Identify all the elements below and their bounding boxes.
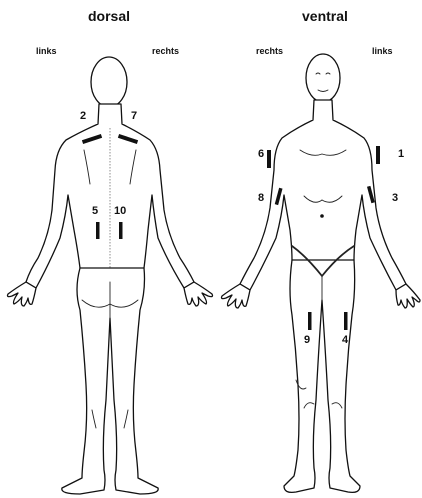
site-10-mark (119, 222, 123, 239)
site-4-mark (344, 312, 348, 330)
site-8-label: 8 (258, 192, 264, 204)
site-3-label: 3 (392, 192, 398, 204)
ventral-right-label: links (372, 46, 393, 56)
dorsal-right-hand (184, 282, 213, 306)
site-4-label: 4 (342, 334, 348, 346)
site-1-mark (376, 146, 380, 164)
site-9-label: 9 (304, 334, 310, 346)
site-6-mark (267, 150, 271, 168)
dorsal-right-label: rechts (152, 46, 179, 56)
dorsal-head (91, 57, 127, 107)
site-6-label: 6 (258, 148, 264, 160)
site-9-mark (308, 312, 312, 330)
dorsal-figure (8, 57, 213, 494)
site-1-label: 1 (398, 148, 404, 160)
ventral-figure (222, 54, 421, 492)
ventral-left-hand (396, 284, 420, 308)
ventral-title: ventral (302, 8, 348, 24)
site-10-label: 10 (114, 205, 126, 217)
site-2-label: 2 (80, 110, 86, 122)
ventral-head (306, 54, 340, 102)
site-7-label: 7 (131, 110, 137, 122)
site-5-label: 5 (92, 205, 98, 217)
ventral-left-label: rechts (256, 46, 283, 56)
dorsal-left-label: links (36, 46, 57, 56)
dorsal-left-hand (8, 282, 37, 306)
site-5-mark (96, 222, 100, 239)
ventral-right-hand (222, 284, 251, 308)
dorsal-title: dorsal (88, 8, 130, 24)
